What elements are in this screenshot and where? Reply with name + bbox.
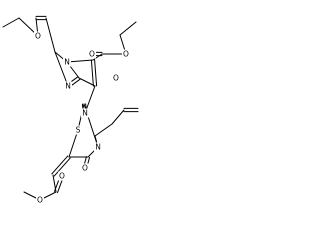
single-bond	[2, 17, 20, 28]
double-bond-line	[51, 155, 69, 175]
atom-label-background	[34, 31, 42, 41]
single-bond	[45, 17, 56, 53]
atom-label-background	[36, 195, 44, 205]
atom-label-n: N	[82, 109, 88, 118]
atom-label-background	[63, 57, 71, 67]
atom-label-n: N	[65, 82, 71, 91]
single-bond	[119, 21, 137, 36]
atom-label-o: O	[59, 172, 65, 181]
atom-label-o: O	[35, 32, 41, 41]
single-bond	[111, 109, 125, 125]
double-bond-line	[90, 59, 94, 87]
single-bond	[92, 53, 103, 61]
atom-label-o: O	[82, 164, 88, 173]
single-bond	[66, 59, 94, 63]
atom-label-n: N	[95, 143, 101, 152]
double-bond-line	[94, 59, 98, 87]
atom-label-o: O	[113, 74, 119, 83]
atom-label-n: N	[64, 58, 70, 67]
atom-label-o: O	[37, 196, 43, 205]
atom-label-background	[112, 73, 120, 83]
atom-label-s: S	[76, 126, 81, 135]
atom-label-background	[94, 142, 102, 152]
single-bond	[94, 123, 113, 137]
double-bond-line	[53, 157, 71, 177]
atom-label-background	[74, 125, 82, 135]
single-bond	[54, 51, 69, 87]
atom-label-background	[122, 49, 130, 59]
single-bond	[78, 77, 96, 87]
atom-label-o: O	[123, 50, 129, 59]
atom-label-background	[58, 171, 66, 181]
atom-label-background	[64, 81, 72, 91]
bond-layer	[2, 15, 139, 201]
atom-label-o: O	[89, 50, 95, 59]
atom-label-background	[81, 108, 89, 118]
atom-label-background	[81, 163, 89, 173]
atom-label-background	[88, 49, 96, 59]
